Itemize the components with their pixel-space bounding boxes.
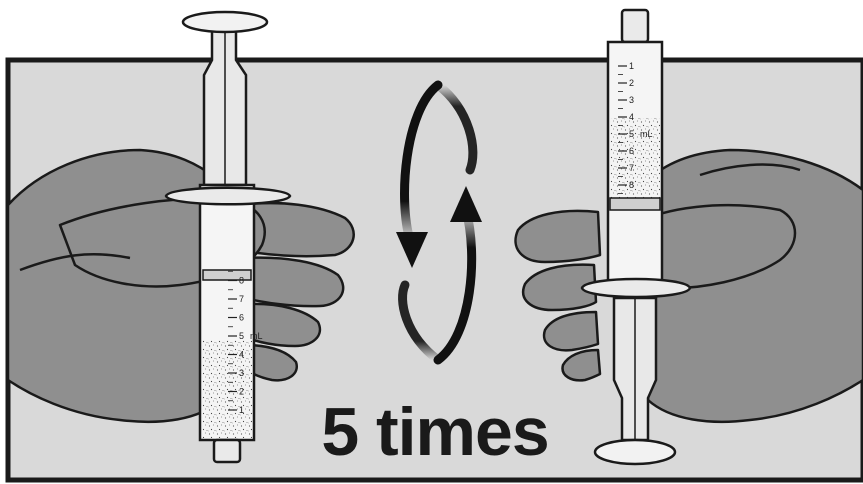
scale-label: 7 (239, 294, 244, 304)
scale-label: 1 (629, 61, 634, 71)
scale-label: 5 (239, 331, 244, 341)
scale-label: 5 (629, 129, 634, 139)
scale-label: 8 (239, 276, 244, 286)
scale-label: 8 (629, 180, 634, 190)
repeat-count-caption: 5 times (270, 392, 600, 472)
scale-label: 2 (239, 387, 244, 397)
scale-label: 2 (629, 78, 634, 88)
scale-label: 4 (629, 112, 634, 122)
scale-label: 3 (239, 368, 244, 378)
scale-label: 6 (629, 146, 634, 156)
scale-label: 7 (629, 163, 634, 173)
scale-label: 3 (629, 95, 634, 105)
scale-unit-label: mL (250, 331, 263, 341)
scale-label: 4 (239, 350, 244, 360)
scale-label: 6 (239, 313, 244, 323)
scale-label: 1 (239, 405, 244, 415)
scale-unit-label: mL (640, 129, 653, 139)
